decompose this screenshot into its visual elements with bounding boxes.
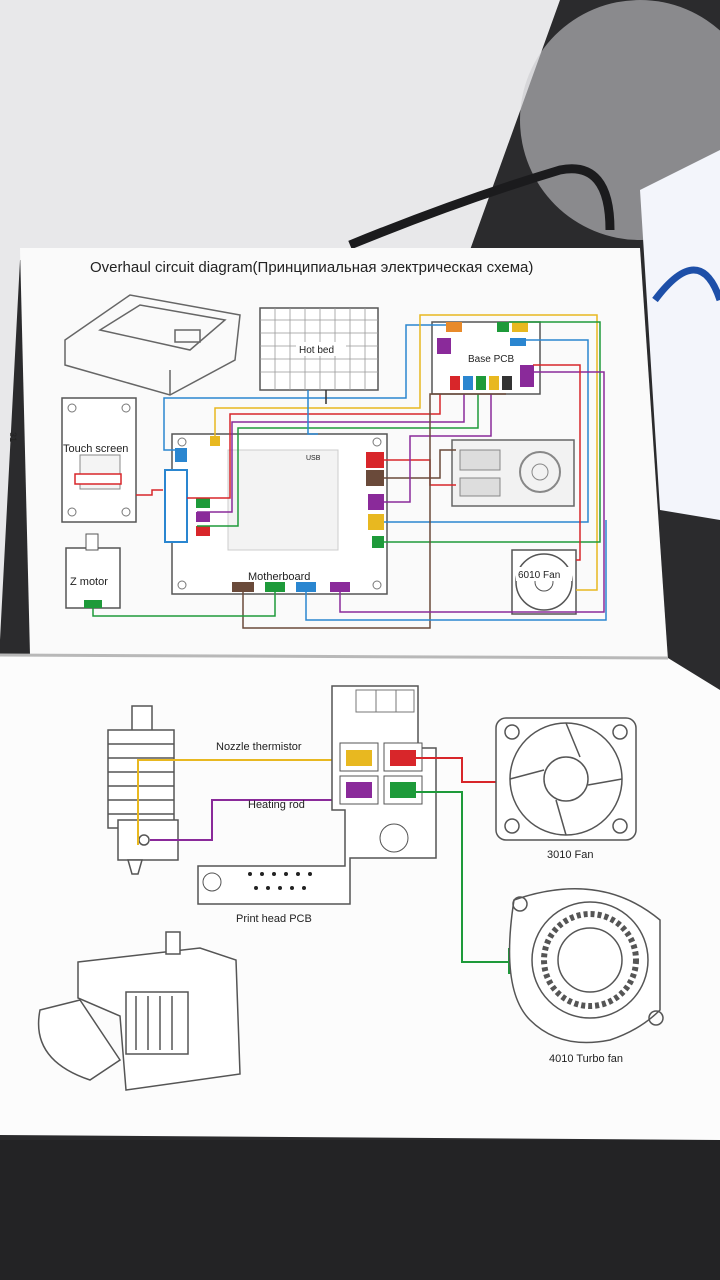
turbo-fan-4010 xyxy=(508,888,664,1044)
fan-3010 xyxy=(495,717,637,841)
fan-3010-label: 3010 Fan xyxy=(547,849,593,861)
print-head-pcb xyxy=(197,685,437,905)
black-cable xyxy=(348,164,615,250)
z-motor-label: Z motor xyxy=(70,576,108,588)
fan-6010-label: 6010 Fan xyxy=(518,570,560,581)
box-right xyxy=(640,150,720,520)
z-motor xyxy=(65,533,121,609)
print-head-pcb-label: Print head PCB xyxy=(236,913,312,925)
heating-rod-label: Heating rod xyxy=(248,799,305,811)
diagram-title: Overhaul circuit diagram(Принципиальная … xyxy=(90,259,533,276)
power-supply xyxy=(451,439,575,507)
touch-screen xyxy=(61,397,137,523)
page-number: 31 xyxy=(8,432,18,442)
fan-6010 xyxy=(511,549,577,615)
motherboard-label: Motherboard xyxy=(248,571,310,583)
motherboard xyxy=(164,433,388,595)
hot-bed-label: Hot bed xyxy=(299,345,334,356)
box-logo-arc xyxy=(652,266,720,303)
white-table-surface xyxy=(0,0,560,640)
usb-label: USB xyxy=(306,455,321,462)
base-pcb xyxy=(431,321,541,395)
hotend-illustration xyxy=(107,705,179,875)
nozzle-thermistor-wire xyxy=(137,759,338,845)
bottom-background xyxy=(0,1140,720,1280)
print-head-assembly-illustration xyxy=(37,931,241,1091)
fan-3010-wire xyxy=(416,757,500,783)
printer-base-illustration xyxy=(64,294,241,396)
turbo-fan-label: 4010 Turbo fan xyxy=(549,1053,623,1065)
base-pcb-label: Base PCB xyxy=(468,354,514,365)
turbo-fan-wire xyxy=(416,791,512,963)
hot-bed-grid xyxy=(259,307,379,391)
nozzle-thermistor-label: Nozzle thermistor xyxy=(216,741,302,753)
page-fold xyxy=(0,653,669,660)
touch-screen-label: Touch screen xyxy=(63,443,128,455)
top-wiring xyxy=(92,314,607,629)
